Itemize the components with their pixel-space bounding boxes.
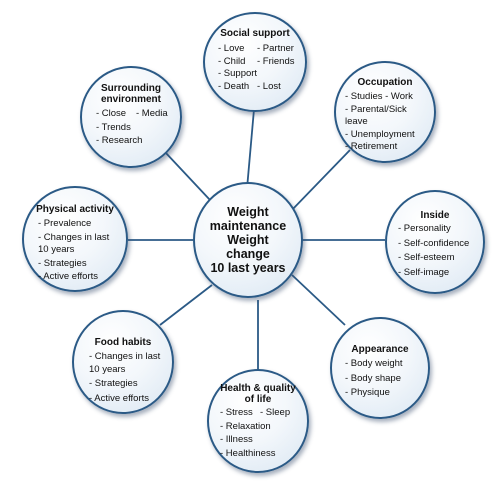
node-occupation: Occupation - Studies - Work - Parental/S… xyxy=(334,61,436,163)
center-line-5: 10 last years xyxy=(210,261,286,275)
connector-food xyxy=(159,284,213,326)
list-item: - Active efforts xyxy=(38,271,99,282)
list-item: - Changes in last 10 years xyxy=(89,351,161,375)
node-health-quality: Health & quality of life - Stress - Sleep… xyxy=(207,369,309,473)
list-item: - Self-confidence xyxy=(398,237,470,249)
list-item: - Relaxation xyxy=(220,420,271,432)
node-title: Appearance xyxy=(351,344,409,355)
list-item: - Strategies xyxy=(38,257,87,269)
list-item: - Unemployment xyxy=(345,128,415,140)
list-item: - Research xyxy=(96,135,143,146)
list-item: - Parental/Sick leave xyxy=(345,103,407,128)
node-title: Health & quality xyxy=(220,383,296,394)
list-item: - Illness xyxy=(220,434,253,445)
list-item: - Friends xyxy=(257,55,295,67)
list-item: - Stress xyxy=(220,407,253,418)
node-title: of life xyxy=(244,394,272,405)
node-title: Surrounding xyxy=(101,83,161,94)
list-item: - Death xyxy=(218,80,250,92)
list-item: - Partner xyxy=(257,43,294,54)
list-item: - Active efforts xyxy=(89,392,150,404)
list-item: - Close xyxy=(96,108,127,119)
list-item: - Self-image xyxy=(398,266,450,278)
list-item: - Lost xyxy=(257,80,281,92)
list-item: - Self-esteem xyxy=(398,252,455,263)
list-item: - Media xyxy=(136,108,168,119)
list-item: - Personality xyxy=(398,223,451,234)
node-inside: Inside - Personality - Self-confidence -… xyxy=(385,190,485,294)
center-line-3: Weight xyxy=(227,233,269,247)
list-item: - Changes in last 10 years xyxy=(38,231,110,256)
node-food-habits: Food habits - Changes in last 10 years -… xyxy=(72,310,174,414)
connector-surrounding xyxy=(164,151,211,201)
list-item: - Retirement xyxy=(345,141,398,152)
node-title: Social support xyxy=(220,28,290,39)
node-title: environment xyxy=(100,94,161,105)
list-item: - Support xyxy=(218,68,258,79)
node-title: Food habits xyxy=(94,337,152,348)
connectors xyxy=(128,97,385,370)
list-item: - Sleep xyxy=(260,407,291,418)
center-line-4: change xyxy=(226,247,270,261)
center-line-2: maintenance xyxy=(209,219,287,233)
list-item: - Prevalence xyxy=(38,218,92,229)
list-item: - Body weight xyxy=(345,358,403,369)
node-surrounding-environment: Surrounding environment - Close - Media -… xyxy=(80,66,182,168)
node-appearance: Appearance - Body weight - Body shape - … xyxy=(330,317,430,419)
node-title: Inside xyxy=(420,210,450,221)
center-text: Weight maintenance Weight change 10 last… xyxy=(210,205,286,275)
list-item: - Healthiness xyxy=(220,447,276,459)
center-line-1: Weight xyxy=(227,205,269,219)
center-node: Weight maintenance Weight change 10 last… xyxy=(193,182,303,298)
node-title: Physical activity xyxy=(36,204,114,215)
connector-appearance xyxy=(291,274,346,326)
node-social-support: Social support - Love- Partner - Child- … xyxy=(203,12,307,112)
list-item: - Trends xyxy=(96,121,131,133)
node-physical-activity: Physical activity - Prevalence - Changes… xyxy=(22,186,128,292)
connector-occupation xyxy=(289,149,351,213)
list-item: - Studies - Work xyxy=(345,91,413,102)
list-item: - Body shape xyxy=(345,372,401,384)
list-item: - Strategies xyxy=(89,378,138,389)
list-item: - Love xyxy=(218,43,245,54)
list-item: - Child xyxy=(218,55,246,67)
list-item: - Physique xyxy=(345,387,390,398)
node-title: Occupation xyxy=(357,77,413,88)
